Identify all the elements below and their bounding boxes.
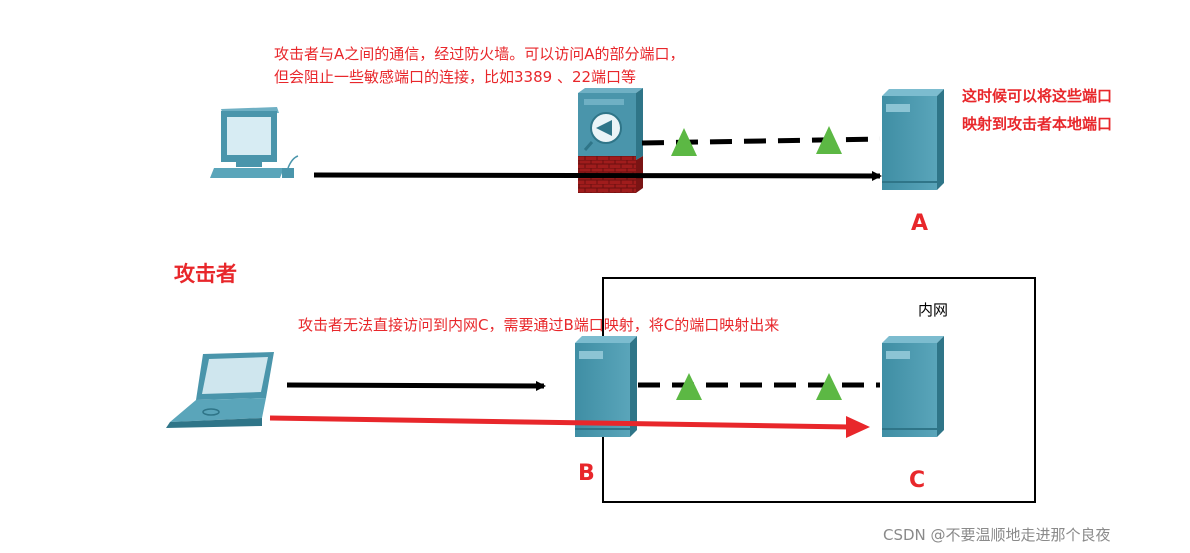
firewall-icon — [578, 88, 643, 193]
label-c: C — [909, 468, 925, 493]
top-note-line2: 但会阻止一些敏感端口的连接，比如3389 、22端口等 — [274, 68, 636, 86]
top-note-line1: 攻击者与A之间的通信，经过防火墙。可以访问A的部分端口， — [274, 45, 685, 63]
watermark: CSDN @不要温顺地走进那个良夜 — [883, 526, 1111, 544]
label-b: B — [578, 461, 595, 486]
attacker-label: 攻击者 — [174, 262, 237, 286]
desktop-computer-icon — [210, 107, 299, 178]
server-icon — [882, 336, 944, 437]
intranet-label: 内网 — [918, 301, 948, 319]
mapped-connection-arrow — [269, 415, 851, 430]
mapped-connection-arrowhead — [846, 416, 870, 438]
green-arrow-marker — [816, 126, 842, 154]
side-note-line1: 这时候可以将这些端口 — [962, 87, 1112, 105]
green-arrow-marker — [676, 373, 702, 400]
green-arrow-marker — [816, 373, 842, 400]
bottom-note: 攻击者无法直接访问到内网C，需要通过B端口映射，将C的端口映射出来 — [298, 316, 779, 334]
server-icon — [882, 89, 944, 190]
green-arrow-marker — [671, 128, 697, 156]
label-a: A — [911, 211, 928, 236]
connection-arrow-top — [313, 170, 882, 181]
connection-arrow-b — [286, 380, 546, 391]
laptop-icon — [166, 352, 274, 428]
intranet-boundary — [602, 277, 1036, 503]
side-note-line2: 映射到攻击者本地端口 — [962, 115, 1112, 133]
